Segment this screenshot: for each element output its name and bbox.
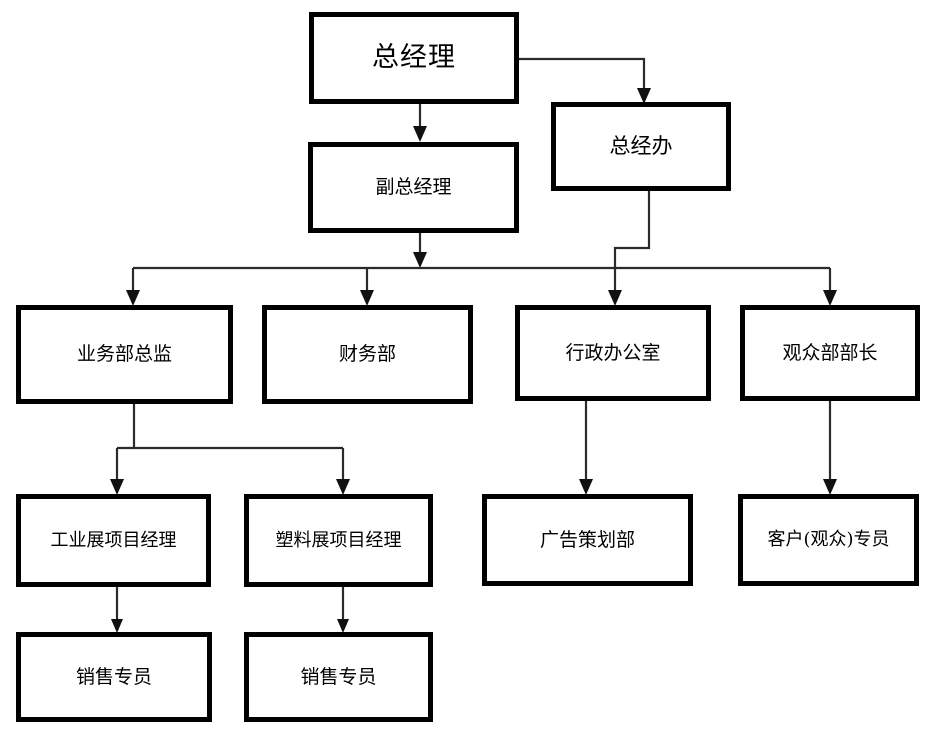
node-label: 销售专员 — [300, 665, 377, 688]
node-label: 财务部 — [338, 343, 396, 366]
edge-gm-to-deputy-gm — [413, 104, 427, 142]
edge-bus-to-business-director — [126, 268, 140, 306]
node-deputy-general-manager[interactable]: 副总经理 — [308, 142, 519, 233]
node-label: 塑料展项目经理 — [275, 529, 402, 551]
edge-bus-to-finance-dept — [360, 268, 374, 306]
node-admin-office[interactable]: 行政办公室 — [515, 305, 711, 401]
node-label: 广告策划部 — [539, 528, 635, 551]
edge-bus-to-audience-dept-head — [823, 268, 837, 306]
node-label: 工业展项目经理 — [50, 529, 177, 551]
node-finance-dept[interactable]: 财务部 — [262, 305, 473, 404]
node-label: 观众部部长 — [782, 341, 878, 364]
edge-gm-office-to-admin-office — [608, 191, 651, 306]
node-label: 客户(观众)专员 — [767, 529, 890, 551]
node-industrial-expo-pm[interactable]: 工业展项目经理 — [16, 494, 211, 587]
node-customer-audience-specialist[interactable]: 客户(观众)专员 — [738, 494, 919, 586]
node-sales-specialist-1[interactable]: 销售专员 — [16, 632, 212, 722]
edge-plastics-pm-to-sales-2 — [337, 587, 349, 633]
node-label: 总经理 — [372, 42, 456, 74]
node-plastics-expo-pm[interactable]: 塑料展项目经理 — [244, 494, 433, 587]
node-ad-planning-dept[interactable]: 广告策划部 — [482, 494, 693, 586]
node-general-manager-office[interactable]: 总经办 — [551, 102, 731, 191]
node-audience-dept-head[interactable]: 观众部部长 — [740, 305, 920, 401]
node-business-director[interactable]: 业务部总监 — [16, 305, 233, 404]
edge-business-director-to-pm-bus — [110, 404, 350, 495]
node-label: 销售专员 — [75, 665, 152, 688]
edge-industrial-pm-to-sales-1 — [111, 587, 123, 633]
edge-audience-head-to-customer-specialist — [823, 401, 837, 495]
node-general-manager[interactable]: 总经理 — [309, 12, 519, 104]
node-label: 行政办公室 — [565, 341, 661, 364]
edge-deputy-gm-to-bus — [413, 233, 427, 268]
node-sales-specialist-2[interactable]: 销售专员 — [244, 632, 433, 722]
edge-admin-office-to-ad-planning — [579, 401, 593, 495]
node-label: 业务部总监 — [76, 343, 172, 366]
node-label: 副总经理 — [375, 176, 452, 199]
edge-gm-to-gm-office — [519, 57, 651, 104]
node-label: 总经办 — [609, 133, 673, 158]
